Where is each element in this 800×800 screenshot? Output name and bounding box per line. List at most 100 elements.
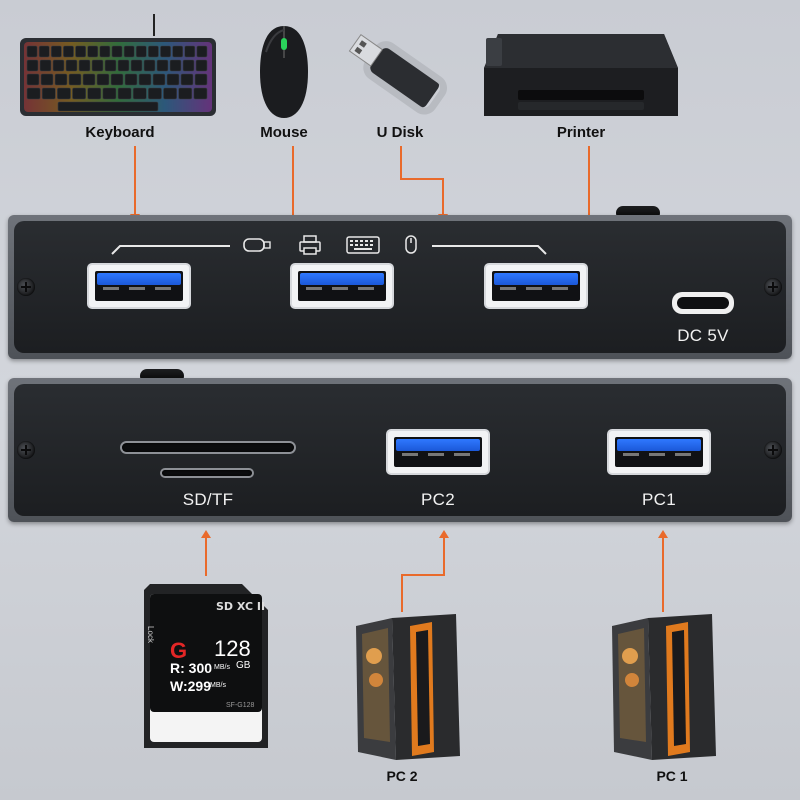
pc2-usb-port[interactable] [388,431,488,473]
screw-icon [17,441,35,459]
keyboard-key [41,87,56,100]
sd-arrow [205,536,207,576]
keyboard-key [102,87,117,100]
usb-port-1[interactable] [89,265,189,307]
printer-image [478,28,684,122]
keyboard-key [52,59,65,72]
usb-port-3[interactable] [486,265,586,307]
pc2-arrow-h [401,574,445,576]
keyboard-key [82,73,96,86]
usb-drive-icon [243,238,271,252]
keyboard-key [75,45,86,58]
sd-card-write-unit: MB/s [210,682,226,689]
keyboard-key [39,59,52,72]
keyboard-key [169,59,182,72]
keyboard-key [54,73,68,86]
pc2-arrowhead [439,530,449,538]
sd-card-logo: G [170,638,188,663]
u-disk-arrow-v2 [442,178,444,216]
keyboard-key [143,59,156,72]
keyboard-key [26,59,39,72]
keyboard-key [72,87,86,100]
pc2-arrow-v1 [443,536,445,576]
sd-card-write-speed: W:299 [170,678,211,694]
pc2-arrow-v2 [401,574,403,612]
keyboard-key [172,45,184,58]
usb-port-2[interactable] [292,265,392,307]
keyboard-arrow [134,146,136,216]
keyboard-key [180,73,194,86]
keyboard-key [65,59,78,72]
keyboard-key [40,73,54,86]
sd-card-model: SF-G128 [226,702,255,709]
keyboard-key [163,87,177,100]
keyboard-key [184,45,196,58]
keyboard-key [152,73,166,86]
mouse-arrow [292,146,294,218]
keyboard-key [195,59,208,72]
sd-card-read-speed: R: 300 [170,660,213,676]
screw-icon [17,278,35,296]
keyboard-key [117,87,132,100]
u-disk-image [340,28,460,118]
keyboard-key [110,73,124,86]
pc2-device-label: PC 2 [386,768,418,784]
pc1-arrowhead [658,530,668,538]
keyboard-image [18,34,218,118]
keyboard-key [148,45,159,58]
keyboard-key [178,87,193,100]
mouse-icon [405,235,417,254]
pc1-arrow [662,536,664,612]
keyboard-label: Keyboard [85,124,155,141]
tf-card-slot[interactable] [162,470,252,476]
keyboard-key [148,87,162,100]
sd-arrowhead [201,530,211,538]
sd-card-capacity-unit: GB [236,660,251,671]
sd-card-slot[interactable] [122,443,294,452]
pc1-device-label: PC 1 [656,768,688,784]
keyboard-key [196,45,208,58]
keyboard-key [130,59,143,72]
keyboard-key [87,87,102,100]
u-disk-arrow-v1 [400,146,402,180]
keyboard-key [117,59,130,72]
keyboard-key [96,73,110,86]
u-disk-arrow-h [400,178,444,180]
keyboard-spacebar [57,101,159,112]
keyboard-key [50,45,62,58]
keyboard-key [193,87,208,100]
sd-card-capacity: 128 [214,636,251,661]
sd-card-image: SD XC II Lock G 128 GB R: 300 MB/s W:299… [142,582,270,752]
port-icon-strip [111,245,547,255]
keyboard-key [182,59,195,72]
keyboard-key [104,59,117,72]
pc1-usb-port[interactable] [609,431,709,473]
keyboard-key [63,45,74,58]
keyboard-key [160,45,171,58]
printer-label: Printer [556,124,606,141]
u-disk-label: U Disk [376,124,424,141]
sd-card-read-unit: MB/s [214,664,230,671]
power-label: DC 5V [677,326,729,345]
keyboard-key [91,59,104,72]
pc1-case-image [608,612,718,762]
keyboard-key [26,45,38,58]
mouse-label: Mouse [260,124,308,141]
screw-icon [764,441,782,459]
pc2-case-image [352,612,462,762]
pc1-port-label: PC1 [642,490,676,509]
keyboard-key [194,73,208,86]
keyboard-key [156,59,169,72]
sd-card-lock-text: Lock [145,626,155,643]
keyboard-key [124,73,138,86]
keyboard-key [138,73,152,86]
keyboard-key [38,45,50,58]
keyboard-key [78,59,91,72]
keyboard-key [26,73,40,86]
keyboard-key [111,45,123,58]
pc2-port-label: PC2 [421,490,455,509]
keyboard-cable [153,14,155,36]
card-slot-label: SD/TF [182,490,234,509]
dc-power-port[interactable] [672,292,734,314]
keyboard-key [166,73,180,86]
